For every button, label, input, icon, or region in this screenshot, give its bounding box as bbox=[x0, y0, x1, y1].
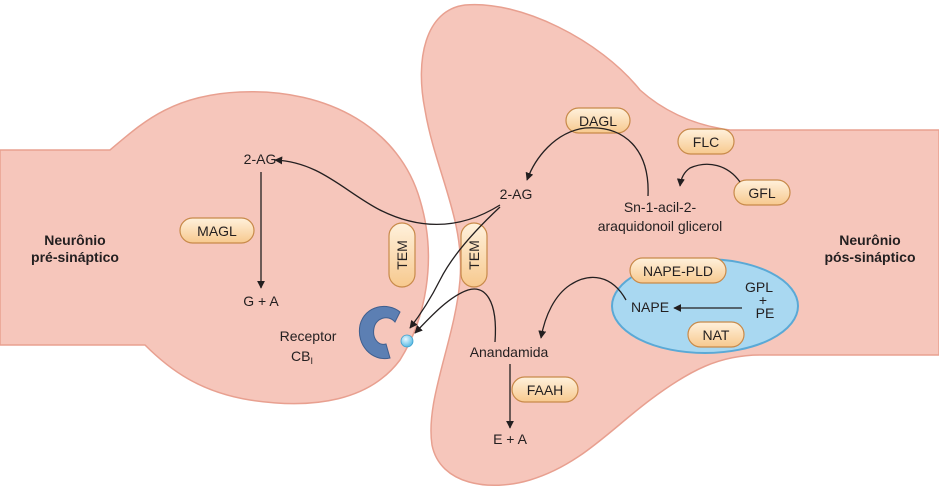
arrow-anandamide-to-receptor bbox=[414, 288, 497, 343]
magl-enzyme: MAGL bbox=[179, 217, 255, 244]
arrow-2ag-to-receptor bbox=[409, 206, 501, 329]
postsynaptic-neuron-label-line2: pós-sináptico bbox=[824, 249, 915, 265]
nat-label: NAT bbox=[703, 327, 730, 343]
arrow-post-2ag-to-pre-2ag bbox=[274, 156, 501, 226]
post-2ag-label: 2-AG bbox=[500, 186, 533, 202]
ligand-icon bbox=[400, 334, 414, 348]
receptor-label-line1: Receptor bbox=[280, 328, 337, 344]
pre-products-label: G + A bbox=[243, 293, 279, 309]
flc-enzyme: FLC bbox=[677, 128, 735, 155]
arrow-gfl-to-sn-via-flc bbox=[676, 163, 741, 187]
sn-label-line1: Sn-1-acil-2- bbox=[624, 199, 697, 215]
presynaptic-neuron-label-line1: Neurônio bbox=[44, 232, 105, 248]
receptor-label-line2: CBI bbox=[291, 348, 313, 366]
post-products-label: E + A bbox=[493, 431, 528, 447]
receptor-subscript: I bbox=[310, 356, 313, 366]
nape-pld-enzyme: NAPE-PLD bbox=[629, 257, 727, 284]
dagl-label: DAGL bbox=[579, 113, 617, 129]
faah-enzyme: FAAH bbox=[511, 376, 579, 403]
dagl-enzyme: DAGL bbox=[565, 107, 631, 134]
nape-pld-label: NAPE-PLD bbox=[643, 263, 713, 279]
postsynaptic-neuron-body bbox=[420, 3, 939, 486]
pe-label: PE bbox=[756, 305, 775, 321]
anandamide-label: Anandamida bbox=[470, 344, 549, 360]
presynaptic-neuron-label-line2: pré-sináptico bbox=[31, 249, 119, 265]
presynaptic-neuron-body bbox=[0, 91, 430, 405]
tem-transporter-right: TEM bbox=[460, 222, 488, 288]
postsynaptic-neuron-label-line1: Neurônio bbox=[839, 232, 900, 248]
nat-enzyme: NAT bbox=[687, 321, 745, 348]
cb1-receptor-icon bbox=[358, 305, 401, 360]
sn-label-line2: araquidonoil glicerol bbox=[598, 218, 723, 234]
gpl-label: GPL bbox=[745, 279, 773, 295]
pre-2ag-label: 2-AG bbox=[244, 151, 277, 167]
gfl-enzyme: GFL bbox=[733, 179, 791, 206]
tem-left-label: TEM bbox=[394, 240, 410, 270]
flc-label: FLC bbox=[693, 134, 719, 150]
tem-right-label: TEM bbox=[466, 240, 482, 270]
plus-label: + bbox=[759, 292, 767, 308]
faah-label: FAAH bbox=[527, 382, 564, 398]
magl-label: MAGL bbox=[197, 223, 237, 239]
arrow-sn-to-2ag-via-dagl bbox=[525, 127, 649, 197]
arrow-nape-to-anandamide bbox=[538, 276, 627, 339]
gfl-label: GFL bbox=[748, 185, 775, 201]
tem-transporter-left: TEM bbox=[388, 222, 416, 288]
nape-label: NAPE bbox=[631, 299, 669, 315]
